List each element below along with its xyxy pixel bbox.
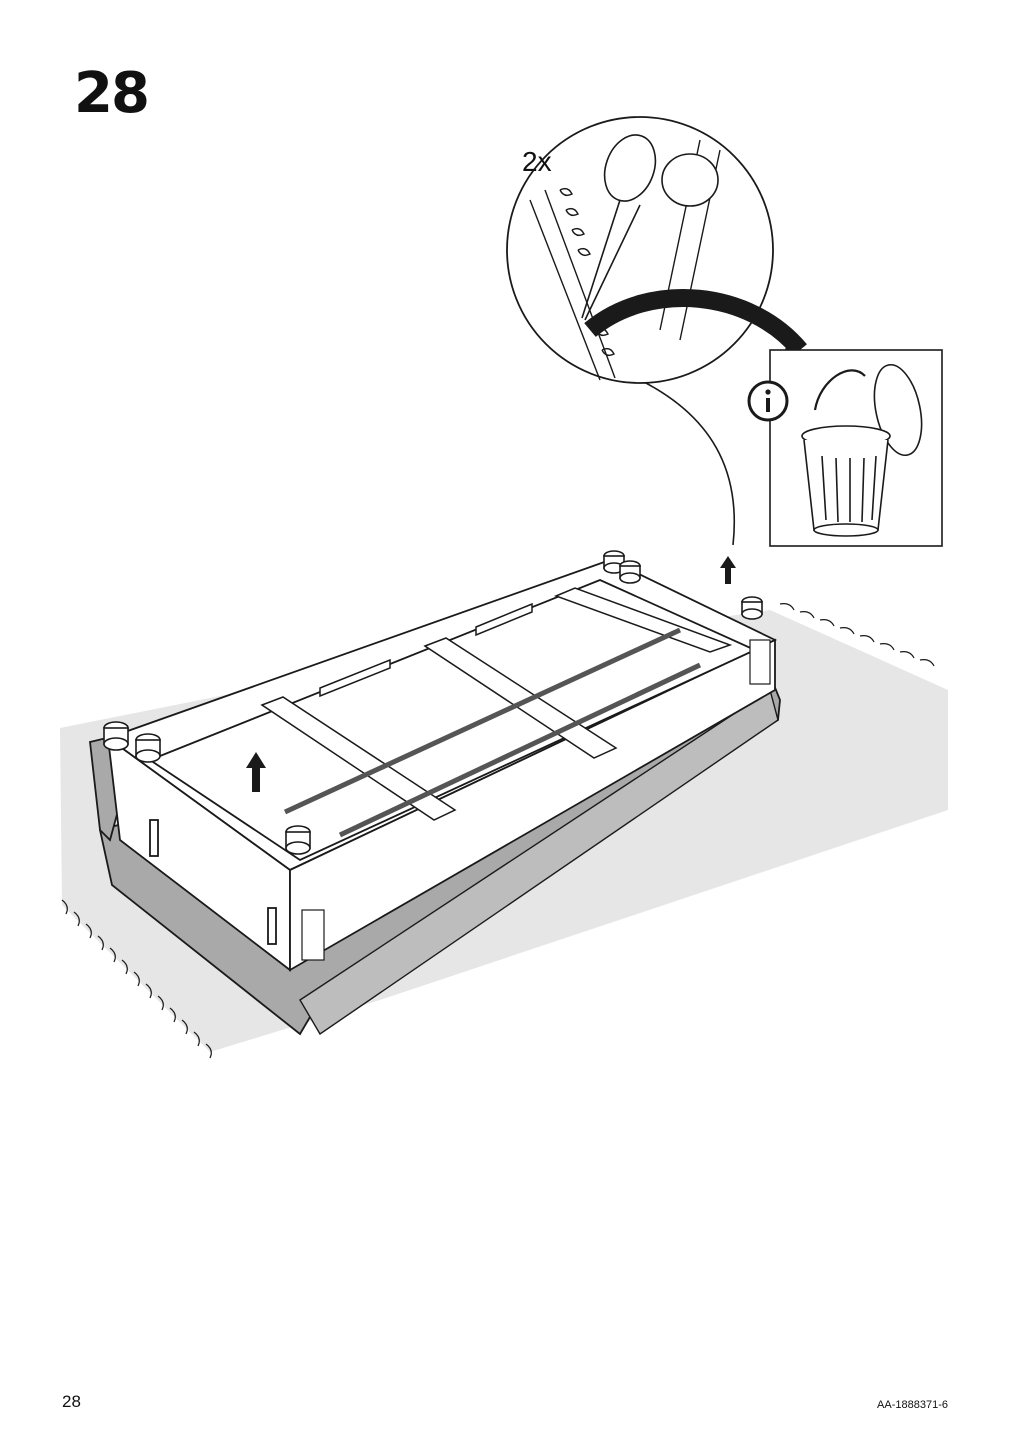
step-number: 28 <box>74 61 150 126</box>
foot <box>103 721 129 751</box>
info-icon <box>747 380 789 422</box>
page-number: 28 <box>62 1392 81 1411</box>
foot <box>135 733 161 763</box>
info-panel <box>747 349 943 547</box>
foot <box>741 596 763 620</box>
quantity-label: 2x <box>522 146 552 177</box>
up-arrow-icon <box>246 752 266 792</box>
wire-clip-icon <box>813 369 866 411</box>
foot <box>285 825 311 855</box>
up-arrow-icon <box>720 556 736 584</box>
foot <box>619 560 641 584</box>
scissors-icon <box>581 134 719 321</box>
trash-bin-icon <box>801 363 923 537</box>
sofa-feet <box>103 550 763 855</box>
detail-callout <box>506 116 774 546</box>
sofa-frame <box>106 559 778 972</box>
document-id: AA-1888371-6 <box>877 1399 948 1411</box>
